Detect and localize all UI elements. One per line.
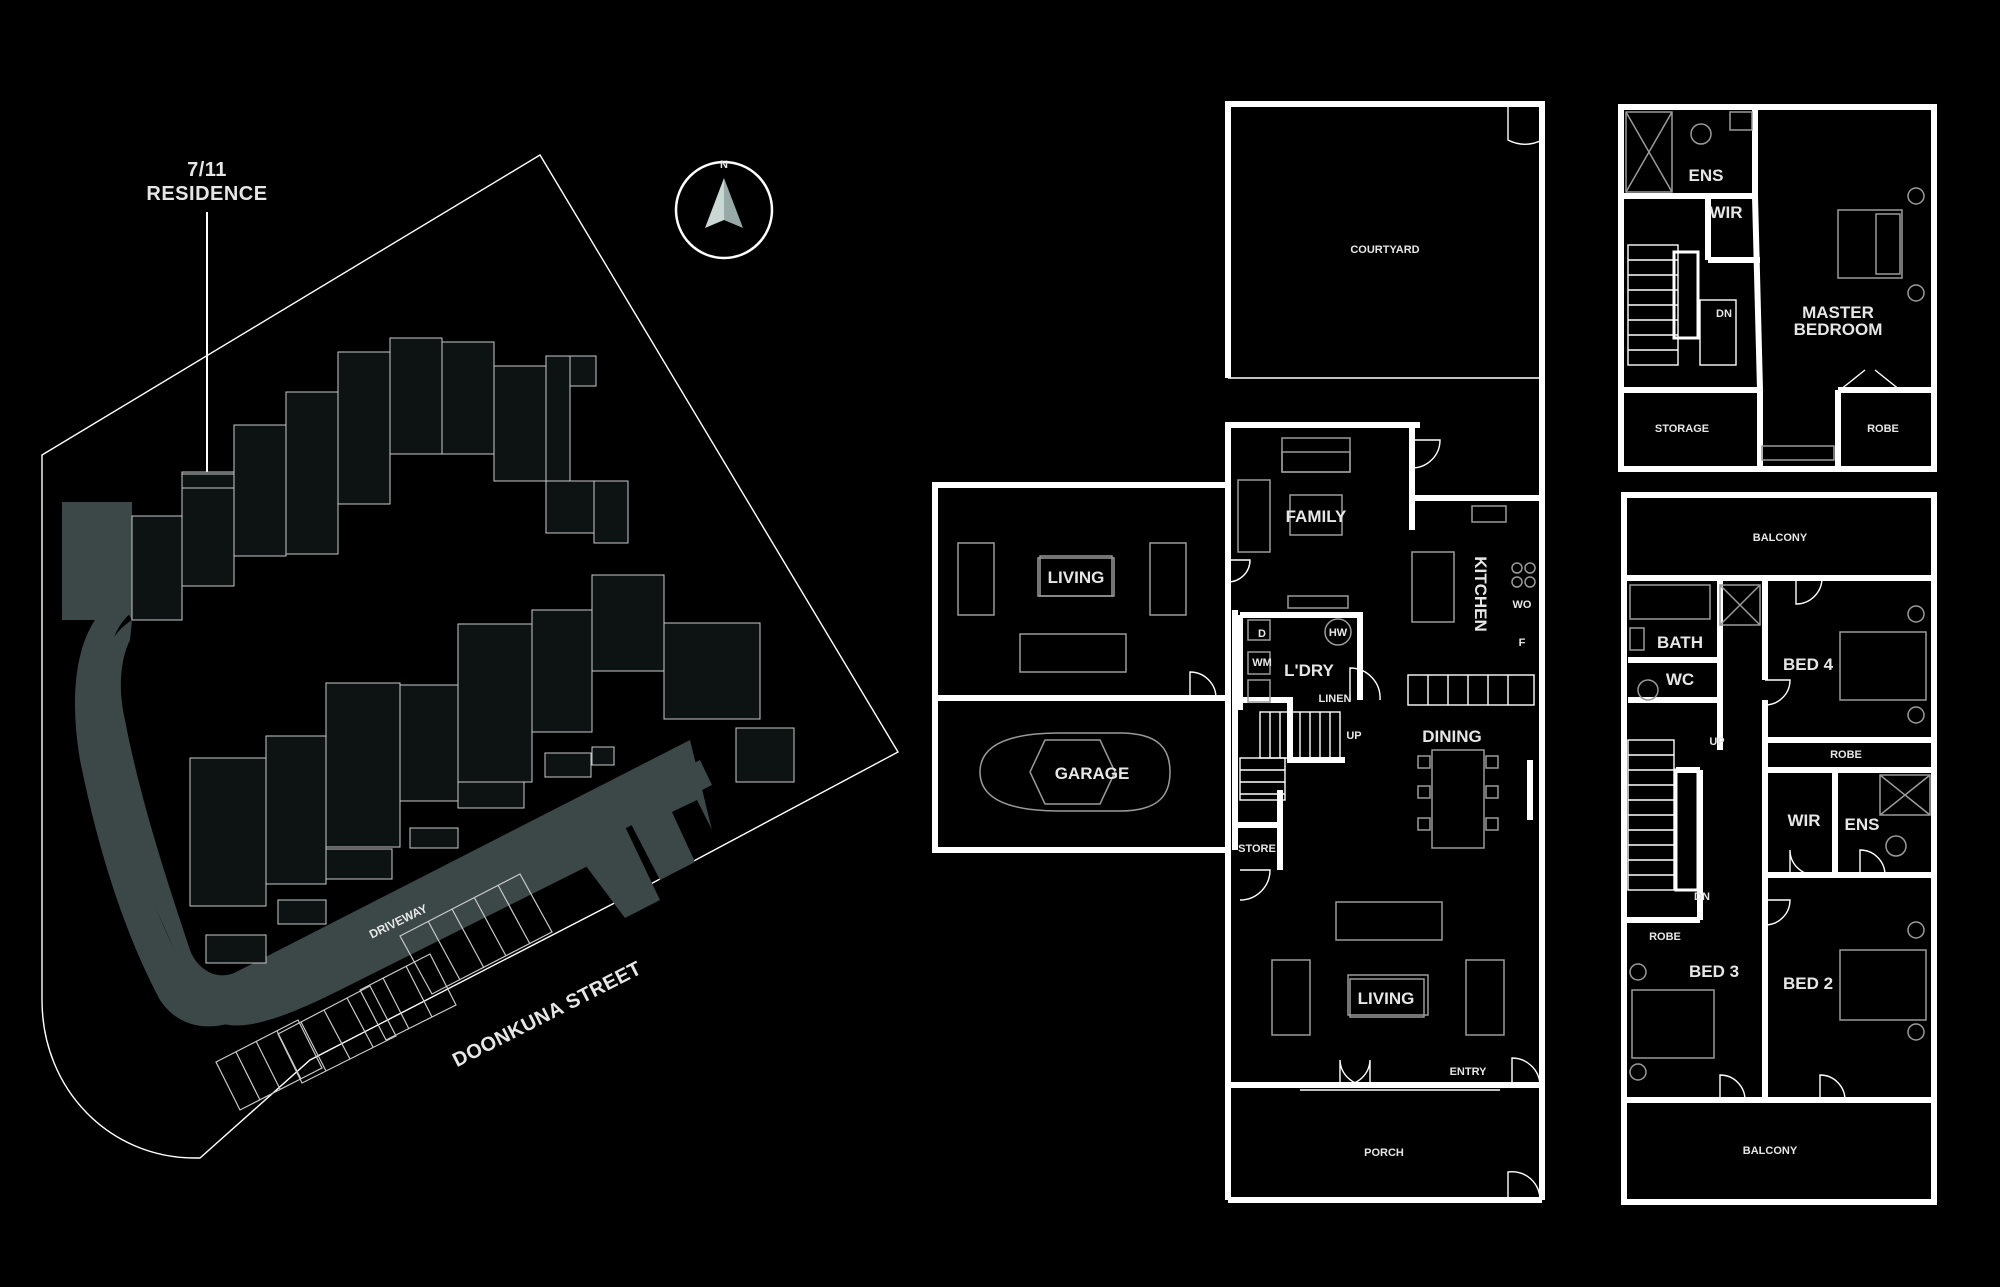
ground-stairs	[1239, 711, 1341, 801]
building-row-middle	[189, 574, 795, 964]
ens-first-label: ENS	[1845, 815, 1880, 834]
dn-top-label: DN	[1716, 308, 1732, 320]
first-stairs	[1627, 739, 1700, 892]
ground-floor-plan: COURTYARD FAMILY KITCHEN WO F LIVING L'D…	[932, 101, 1545, 1203]
street-label: DOONKUNA STREET	[449, 957, 645, 1071]
north-compass-icon: N	[674, 159, 774, 260]
top-stairs	[1627, 244, 1737, 366]
top-floor-plan: ENS WIR DN MASTER BEDROOM STORAGE ROBE	[1618, 104, 1937, 472]
site-plan: N 7/11 RESIDENCE DRIVEWAY DOONKUNA STREE…	[41, 154, 899, 1159]
first-fixtures	[1629, 584, 1931, 1081]
driveway-surface	[62, 502, 712, 1027]
living-left-label: LIVING	[1048, 568, 1105, 587]
porch-label: PORCH	[1364, 1147, 1404, 1159]
linen-label: LINEN	[1319, 693, 1352, 705]
courtyard-label: COURTYARD	[1350, 244, 1419, 256]
dining-label: DINING	[1422, 727, 1482, 746]
balcony-top-label: BALCONY	[1753, 532, 1808, 544]
wir-top-label: WIR	[1709, 203, 1742, 222]
bed4-label: BED 4	[1783, 655, 1834, 674]
wo-label: WO	[1513, 599, 1532, 611]
robe-right-label: ROBE	[1830, 749, 1862, 761]
bed2-label: BED 2	[1783, 974, 1833, 993]
parking-bays	[215, 873, 553, 1111]
building-row-north	[131, 337, 629, 621]
residence-label-line2: RESIDENCE	[146, 183, 267, 205]
washing-machine-label: WM	[1252, 657, 1272, 669]
driveway-spur	[568, 816, 660, 918]
entry-label: ENTRY	[1450, 1066, 1488, 1078]
wir-first-label: WIR	[1787, 811, 1820, 830]
store-label: STORE	[1238, 843, 1276, 855]
bath-label: BATH	[1657, 633, 1703, 652]
top-floor-outer-wall	[1618, 104, 1937, 472]
family-label: FAMILY	[1286, 507, 1347, 526]
first-floor-outer-wall	[1621, 492, 1937, 1205]
laundry-label: L'DRY	[1284, 661, 1334, 680]
kitchen-label: KITCHEN	[1471, 556, 1490, 632]
master-bedroom-label-line2: BEDROOM	[1794, 320, 1883, 339]
stairs-up-label: UP	[1346, 730, 1361, 742]
hot-water-label: HW	[1329, 627, 1348, 639]
robe-left-label: ROBE	[1649, 931, 1681, 943]
master-bedroom-label-line1: MASTER	[1802, 303, 1874, 322]
ens-top-label: ENS	[1689, 166, 1724, 185]
dn-first-label: DN	[1694, 891, 1710, 903]
dryer-label: D	[1258, 628, 1266, 640]
kitchen-bench-stairs	[1407, 674, 1535, 706]
first-floor-plan: BALCONY BATH WC BED 4 UP ROBE WIR ENS DN…	[1621, 492, 1937, 1205]
f-label: F	[1519, 637, 1526, 649]
top-fixtures	[1625, 111, 1925, 461]
ground-furniture	[957, 437, 1536, 1036]
stairs-up-first-label: UP	[1709, 736, 1724, 748]
residence-label-line1: 7/11	[187, 159, 227, 181]
compass-north-label: N	[720, 159, 728, 171]
living-main-label: LIVING	[1358, 989, 1415, 1008]
garage-label: GARAGE	[1055, 764, 1130, 783]
robe-top-label: ROBE	[1867, 423, 1899, 435]
balcony-bottom-label: BALCONY	[1743, 1145, 1798, 1157]
storage-label: STORAGE	[1655, 423, 1709, 435]
bed3-label: BED 3	[1689, 962, 1739, 981]
wc-label: WC	[1666, 670, 1694, 689]
